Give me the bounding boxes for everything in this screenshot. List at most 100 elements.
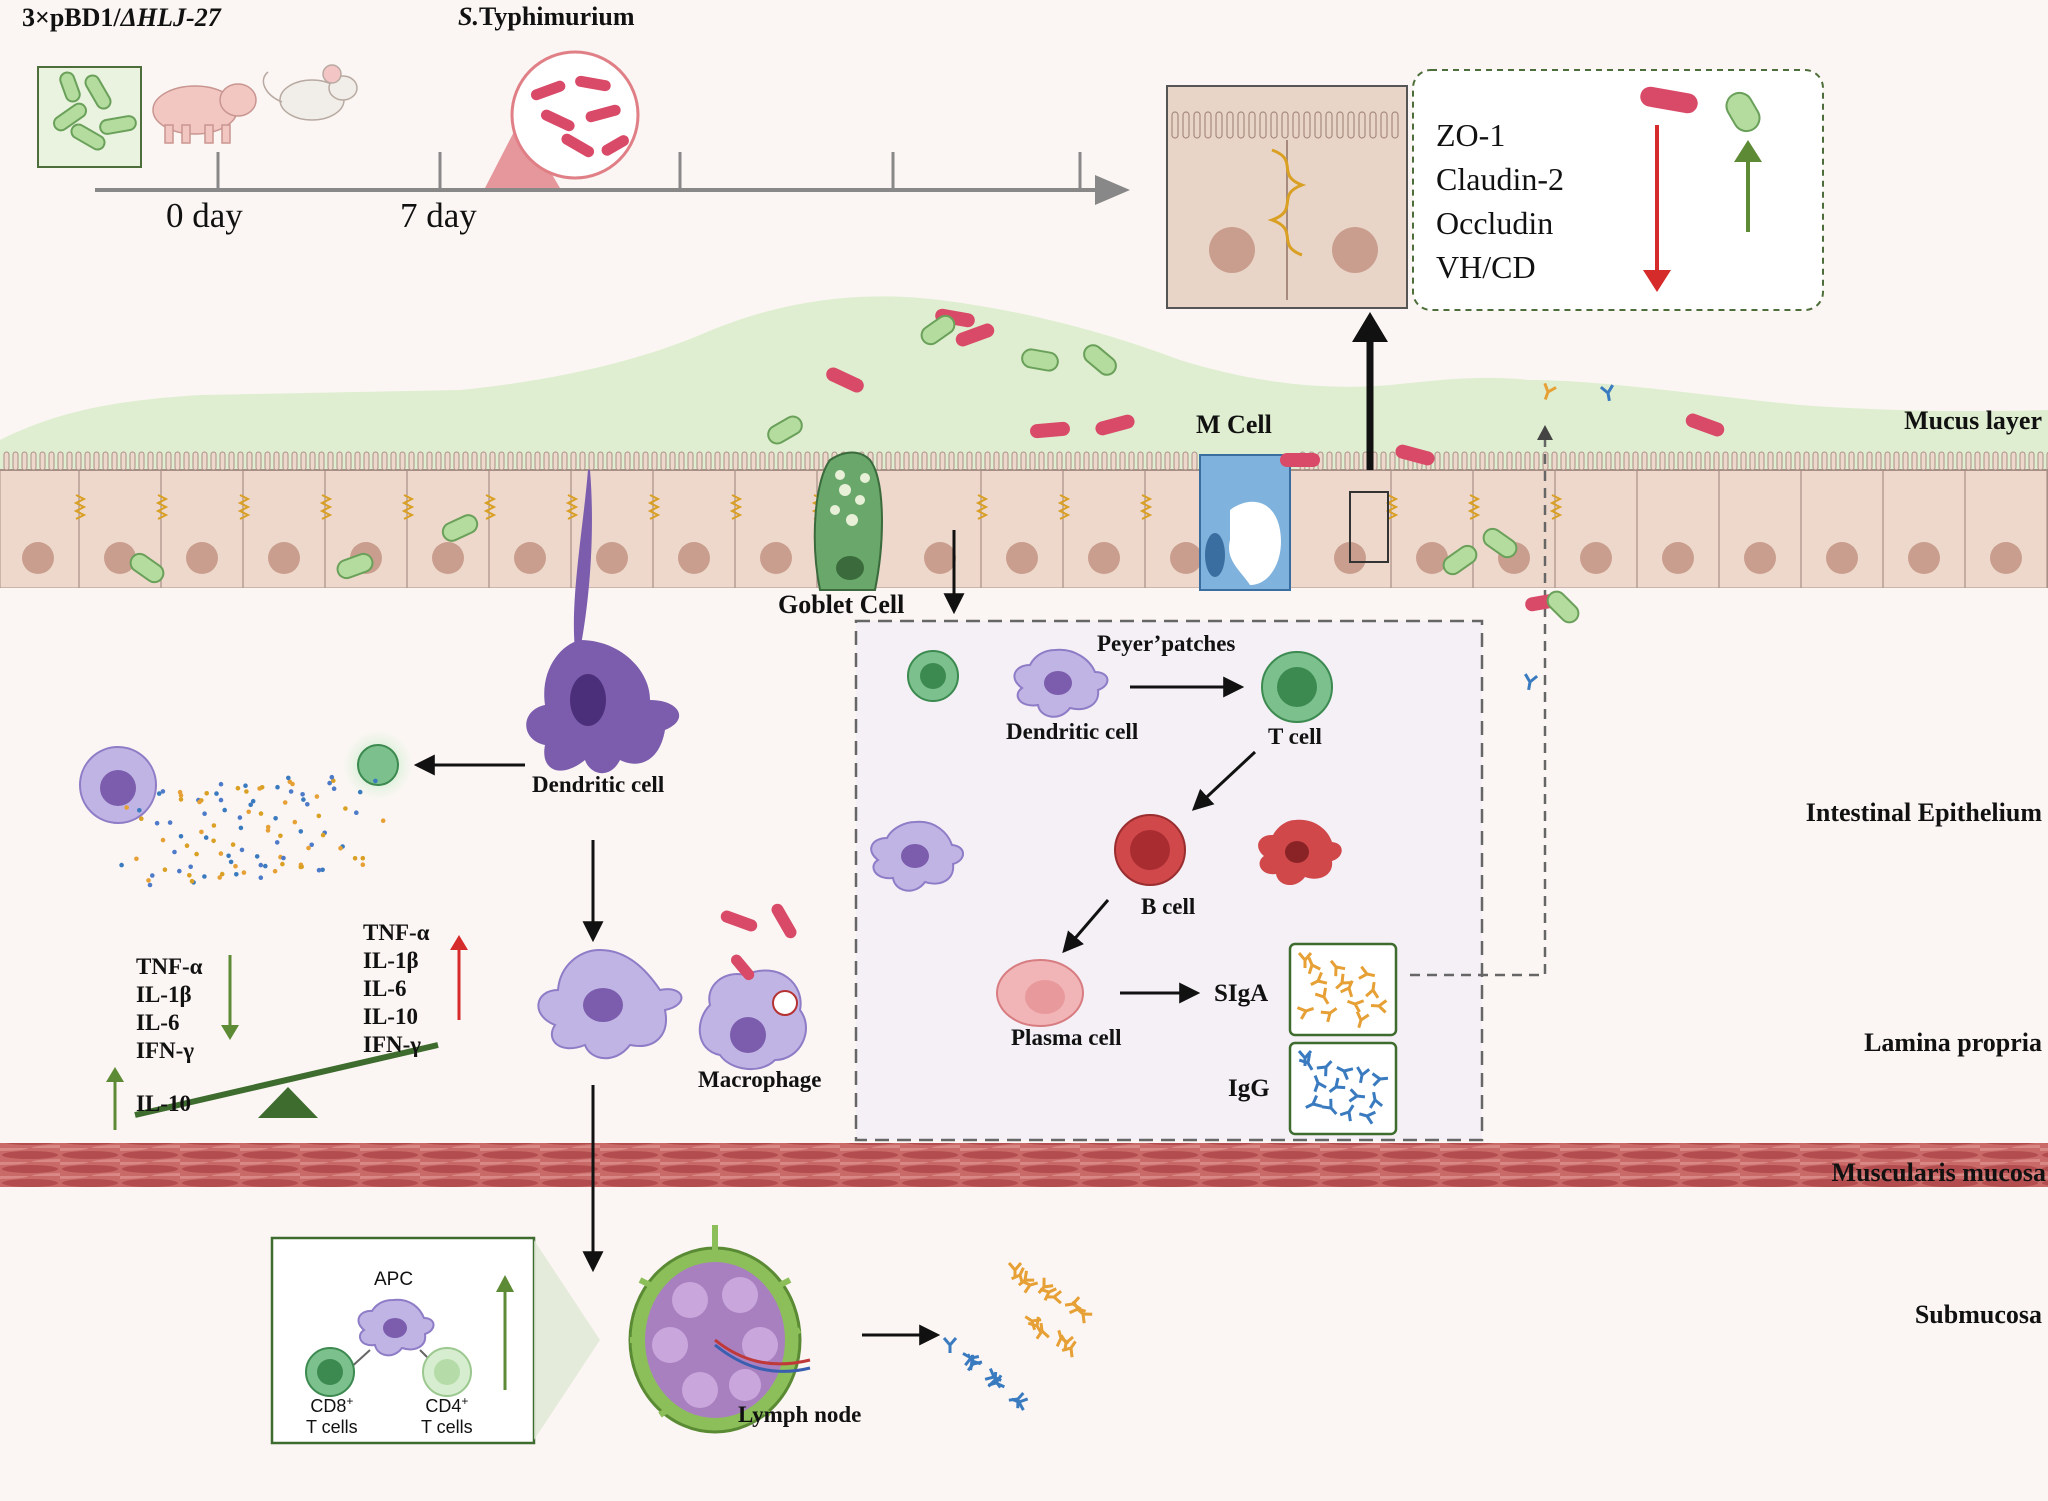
pp-dendritic-cell [1013, 648, 1109, 718]
cytokine-dot [202, 874, 207, 879]
cytokine-dot [233, 863, 238, 869]
microvillus [903, 451, 910, 471]
dendritic-cell-2 [537, 948, 683, 1060]
microvillus [651, 451, 658, 471]
antibody-icon [1329, 959, 1346, 977]
cytokine-dot [211, 838, 216, 844]
microvillus [750, 451, 757, 471]
tight-junction [73, 494, 87, 520]
nucleus [1908, 542, 1940, 574]
cytokine-dot [218, 851, 224, 856]
cytokine-dot [316, 867, 322, 873]
cytokine-dot [238, 825, 244, 831]
cytokine-dot [373, 778, 378, 784]
cytokine-dot [154, 820, 160, 826]
cytokine-dot [287, 779, 293, 785]
cyto-up-il1b: IL-1β [363, 948, 419, 974]
antibody-icon [1307, 957, 1321, 975]
microvillus [327, 451, 334, 471]
microvillus [1920, 451, 1927, 471]
microvillus [642, 451, 649, 471]
cytokine-dot [280, 861, 285, 867]
microvillus [1713, 451, 1720, 471]
cytokine-dot [177, 868, 182, 874]
lymph-node-icon [628, 1225, 811, 1434]
microvillus [1875, 451, 1882, 471]
cytokine-dot [226, 853, 231, 859]
microvillus [1974, 451, 1981, 471]
microvillus [984, 451, 991, 471]
microvillus [1722, 451, 1729, 471]
antibody-icon [942, 1337, 958, 1353]
pathogen-bacterium [1030, 421, 1070, 439]
antibody-icon [1371, 1072, 1389, 1087]
microvillus [1965, 451, 1972, 471]
microvillus [1038, 451, 1045, 471]
microvillus [390, 451, 397, 471]
peyer-title: Peyer’patches [1097, 631, 1236, 656]
microvillus [138, 451, 145, 471]
timeline [37, 50, 1130, 205]
cyto-down-tnf: TNF-α [136, 954, 203, 979]
microvillus [453, 451, 460, 471]
microvillus [1578, 451, 1585, 471]
antibody-icon [1035, 1322, 1050, 1340]
zoom-microvillus [1325, 111, 1333, 139]
goblet-cell [813, 451, 883, 591]
microvillus [408, 451, 415, 471]
cytokine-dot [218, 797, 224, 803]
microvillus [354, 451, 361, 471]
nucleus [924, 542, 956, 574]
tight-junction [155, 494, 169, 520]
cytokine-dot [316, 813, 322, 819]
layer-mucus: Mucus layer [1904, 406, 2042, 435]
cytokine-dot [184, 843, 190, 848]
pathogen-bacterium [1395, 444, 1435, 466]
zoom-microvillus [1248, 111, 1256, 139]
cytokine-dot [360, 855, 366, 861]
antibody-icon [1314, 987, 1330, 1005]
microvillus [1128, 451, 1135, 471]
pathogen-bacterium [955, 323, 995, 347]
tight-junction [1139, 494, 1153, 520]
microvillus [21, 451, 28, 471]
pathogen-bacterium [826, 367, 864, 393]
cytokine-dot [234, 872, 239, 877]
microvillus [939, 451, 946, 471]
probiotic-bacterium [1083, 344, 1117, 376]
probiotic-bacterium [129, 552, 165, 584]
microvillus [1119, 451, 1126, 471]
microvillus [741, 451, 748, 471]
microvillus [552, 451, 559, 471]
probiotic-bacterium [441, 514, 479, 542]
microvillus [597, 451, 604, 471]
microvillus [1083, 451, 1090, 471]
antibody-icon [1336, 1066, 1354, 1081]
microvillus [1353, 451, 1360, 471]
microvillus [1821, 451, 1828, 471]
day7-label: 7 day [400, 196, 477, 235]
peyer-igg-label: IgG [1228, 1075, 1270, 1102]
nucleus [760, 542, 792, 574]
marker-box [1412, 69, 1824, 311]
tight-junction [319, 494, 333, 520]
antibody-icon [1061, 1340, 1077, 1358]
antibody-icon [1027, 1316, 1043, 1334]
microvillus [1056, 451, 1063, 471]
pathogen-zoom-circle [510, 50, 640, 180]
tight-junction [1467, 494, 1481, 520]
microvillus [795, 451, 802, 471]
cyto-up-tnf: TNF-α [363, 920, 430, 945]
microvillus [498, 451, 505, 471]
microvillus [813, 451, 820, 471]
microvillus [1677, 451, 1684, 471]
antibody-icon [1348, 1088, 1366, 1103]
nucleus [104, 542, 136, 574]
cytokine-dot [273, 816, 278, 821]
microvillus [165, 451, 172, 471]
microvillus [1767, 451, 1774, 471]
microvillus [975, 451, 982, 471]
microvillus [588, 451, 595, 471]
cyto-up-il6: IL-6 [363, 976, 407, 1002]
zoom-tight-junction [1267, 148, 1307, 257]
